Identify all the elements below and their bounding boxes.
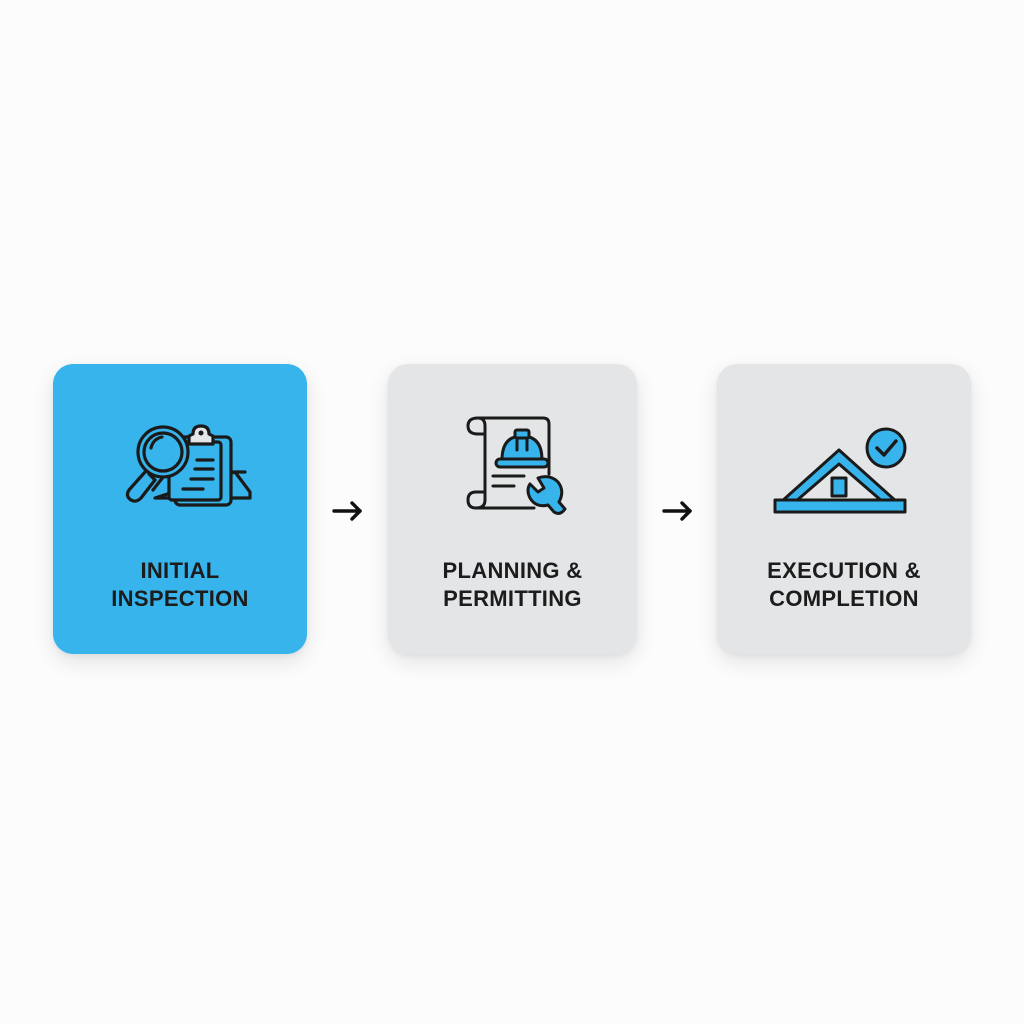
arrow-right-icon bbox=[330, 499, 366, 523]
step-label-line2: COMPLETION bbox=[769, 586, 919, 611]
step-label: INITIAL INSPECTION bbox=[53, 557, 307, 613]
step-card-execution-completion[interactable]: EXECUTION & COMPLETION bbox=[717, 364, 971, 654]
roof-checkmark-icon bbox=[769, 412, 919, 522]
step-label: EXECUTION & COMPLETION bbox=[717, 557, 971, 613]
step-label-line2: INSPECTION bbox=[111, 586, 249, 611]
step-label-line1: EXECUTION & bbox=[767, 558, 921, 583]
step-label: PLANNING & PERMITTING bbox=[388, 557, 637, 613]
step-card-planning-permitting[interactable]: PLANNING & PERMITTING bbox=[388, 364, 637, 654]
step-label-line2: PERMITTING bbox=[443, 586, 582, 611]
blueprint-hardhat-wrench-icon bbox=[438, 412, 588, 522]
step-label-line1: INITIAL bbox=[140, 558, 220, 583]
magnifier-clipboard-icon bbox=[105, 412, 255, 522]
step-card-initial-inspection[interactable]: INITIAL INSPECTION bbox=[53, 364, 307, 654]
step-label-line1: PLANNING & bbox=[442, 558, 583, 583]
arrow-right-icon bbox=[660, 499, 696, 523]
